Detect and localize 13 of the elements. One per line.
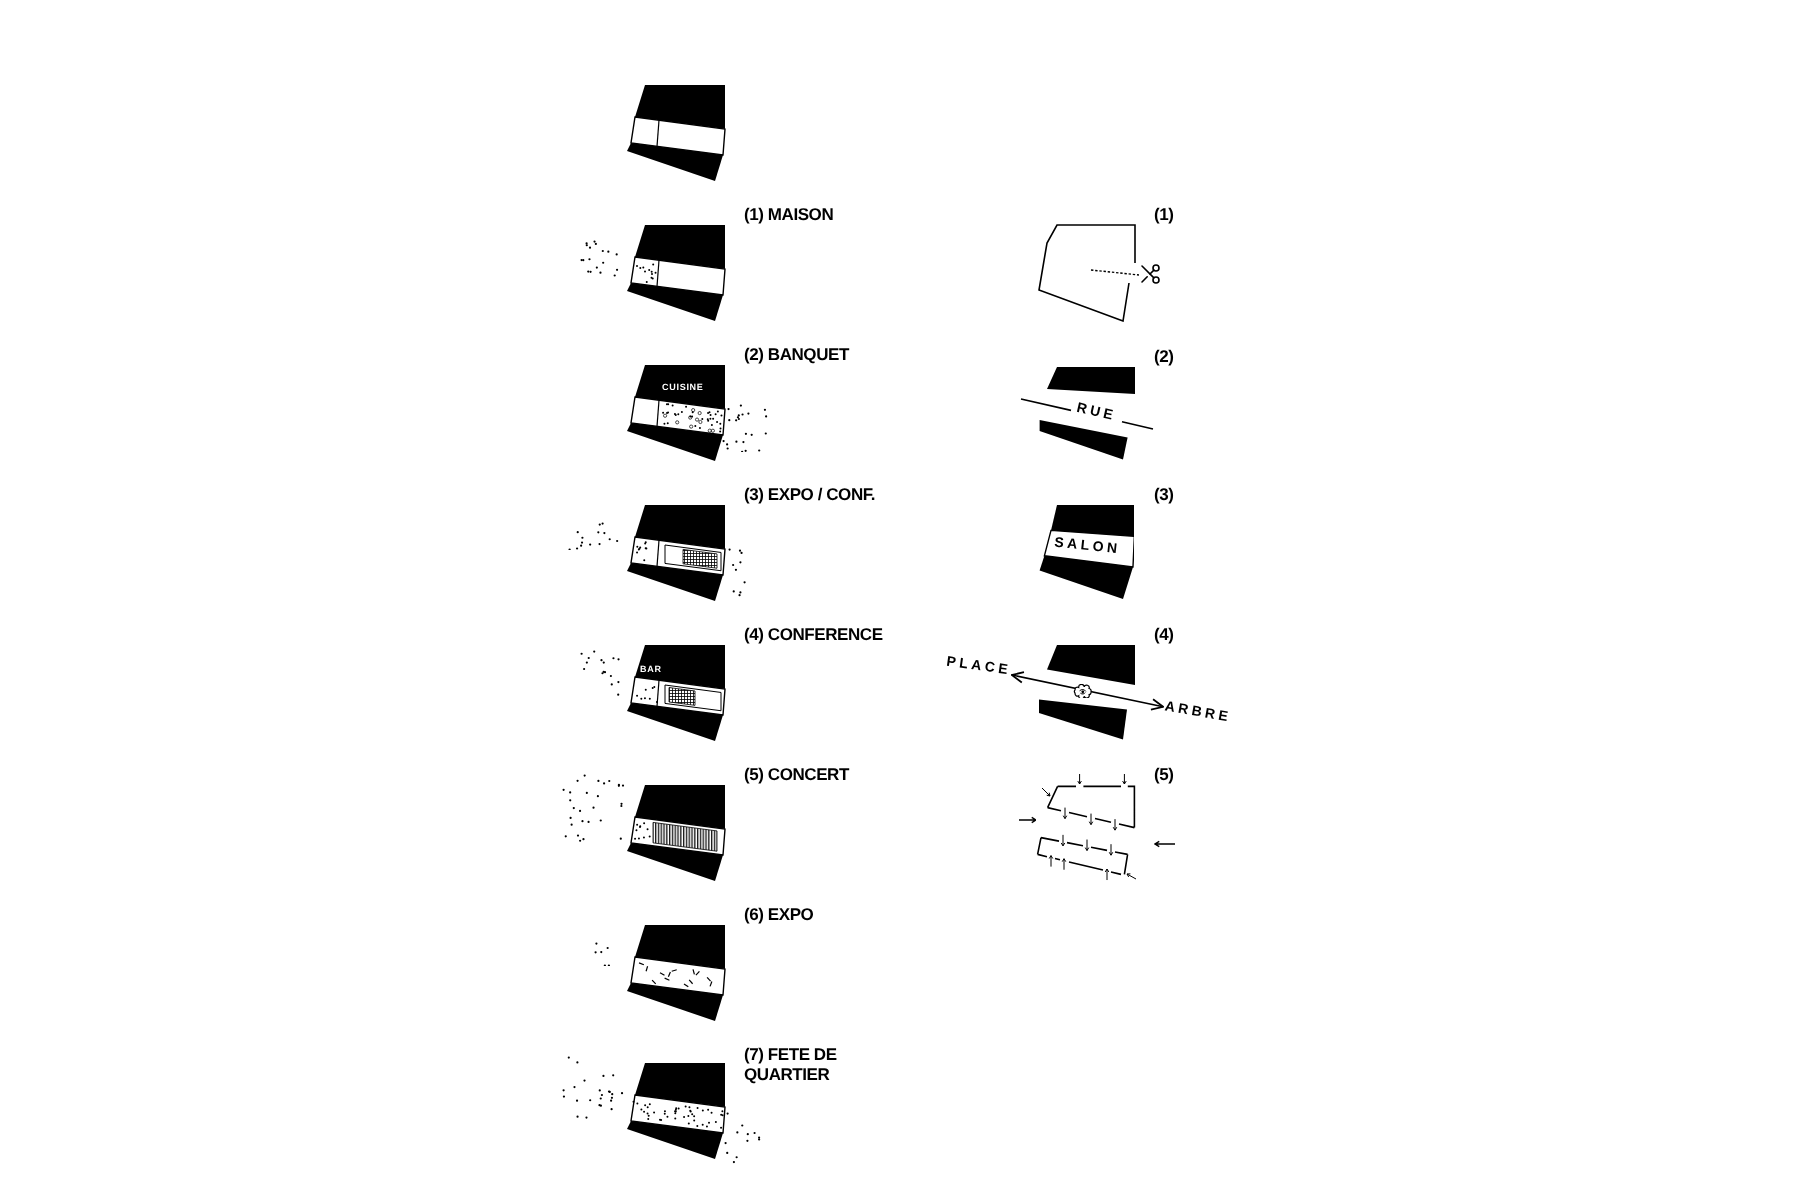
- scenario-label: (1) MAISON: [744, 206, 834, 224]
- step-number: (4): [1154, 626, 1174, 644]
- scenario-label: (4) CONFERENCE: [744, 626, 883, 644]
- step-number: (2): [1154, 348, 1174, 366]
- scenario-label: (7) FETE DE QUARTIER: [744, 1044, 839, 1084]
- scenario-label: (5) CONCERT: [744, 766, 849, 784]
- scenario-label: (2) BANQUET: [744, 346, 849, 364]
- step-number: (5): [1154, 766, 1174, 784]
- scenario-label: (6) EXPO: [744, 906, 814, 924]
- scenario-label: (3) EXPO / CONF.: [744, 486, 876, 504]
- step-number: (1): [1154, 206, 1174, 224]
- step-number: (3): [1154, 486, 1174, 504]
- double-arrow: [1010, 671, 1164, 711]
